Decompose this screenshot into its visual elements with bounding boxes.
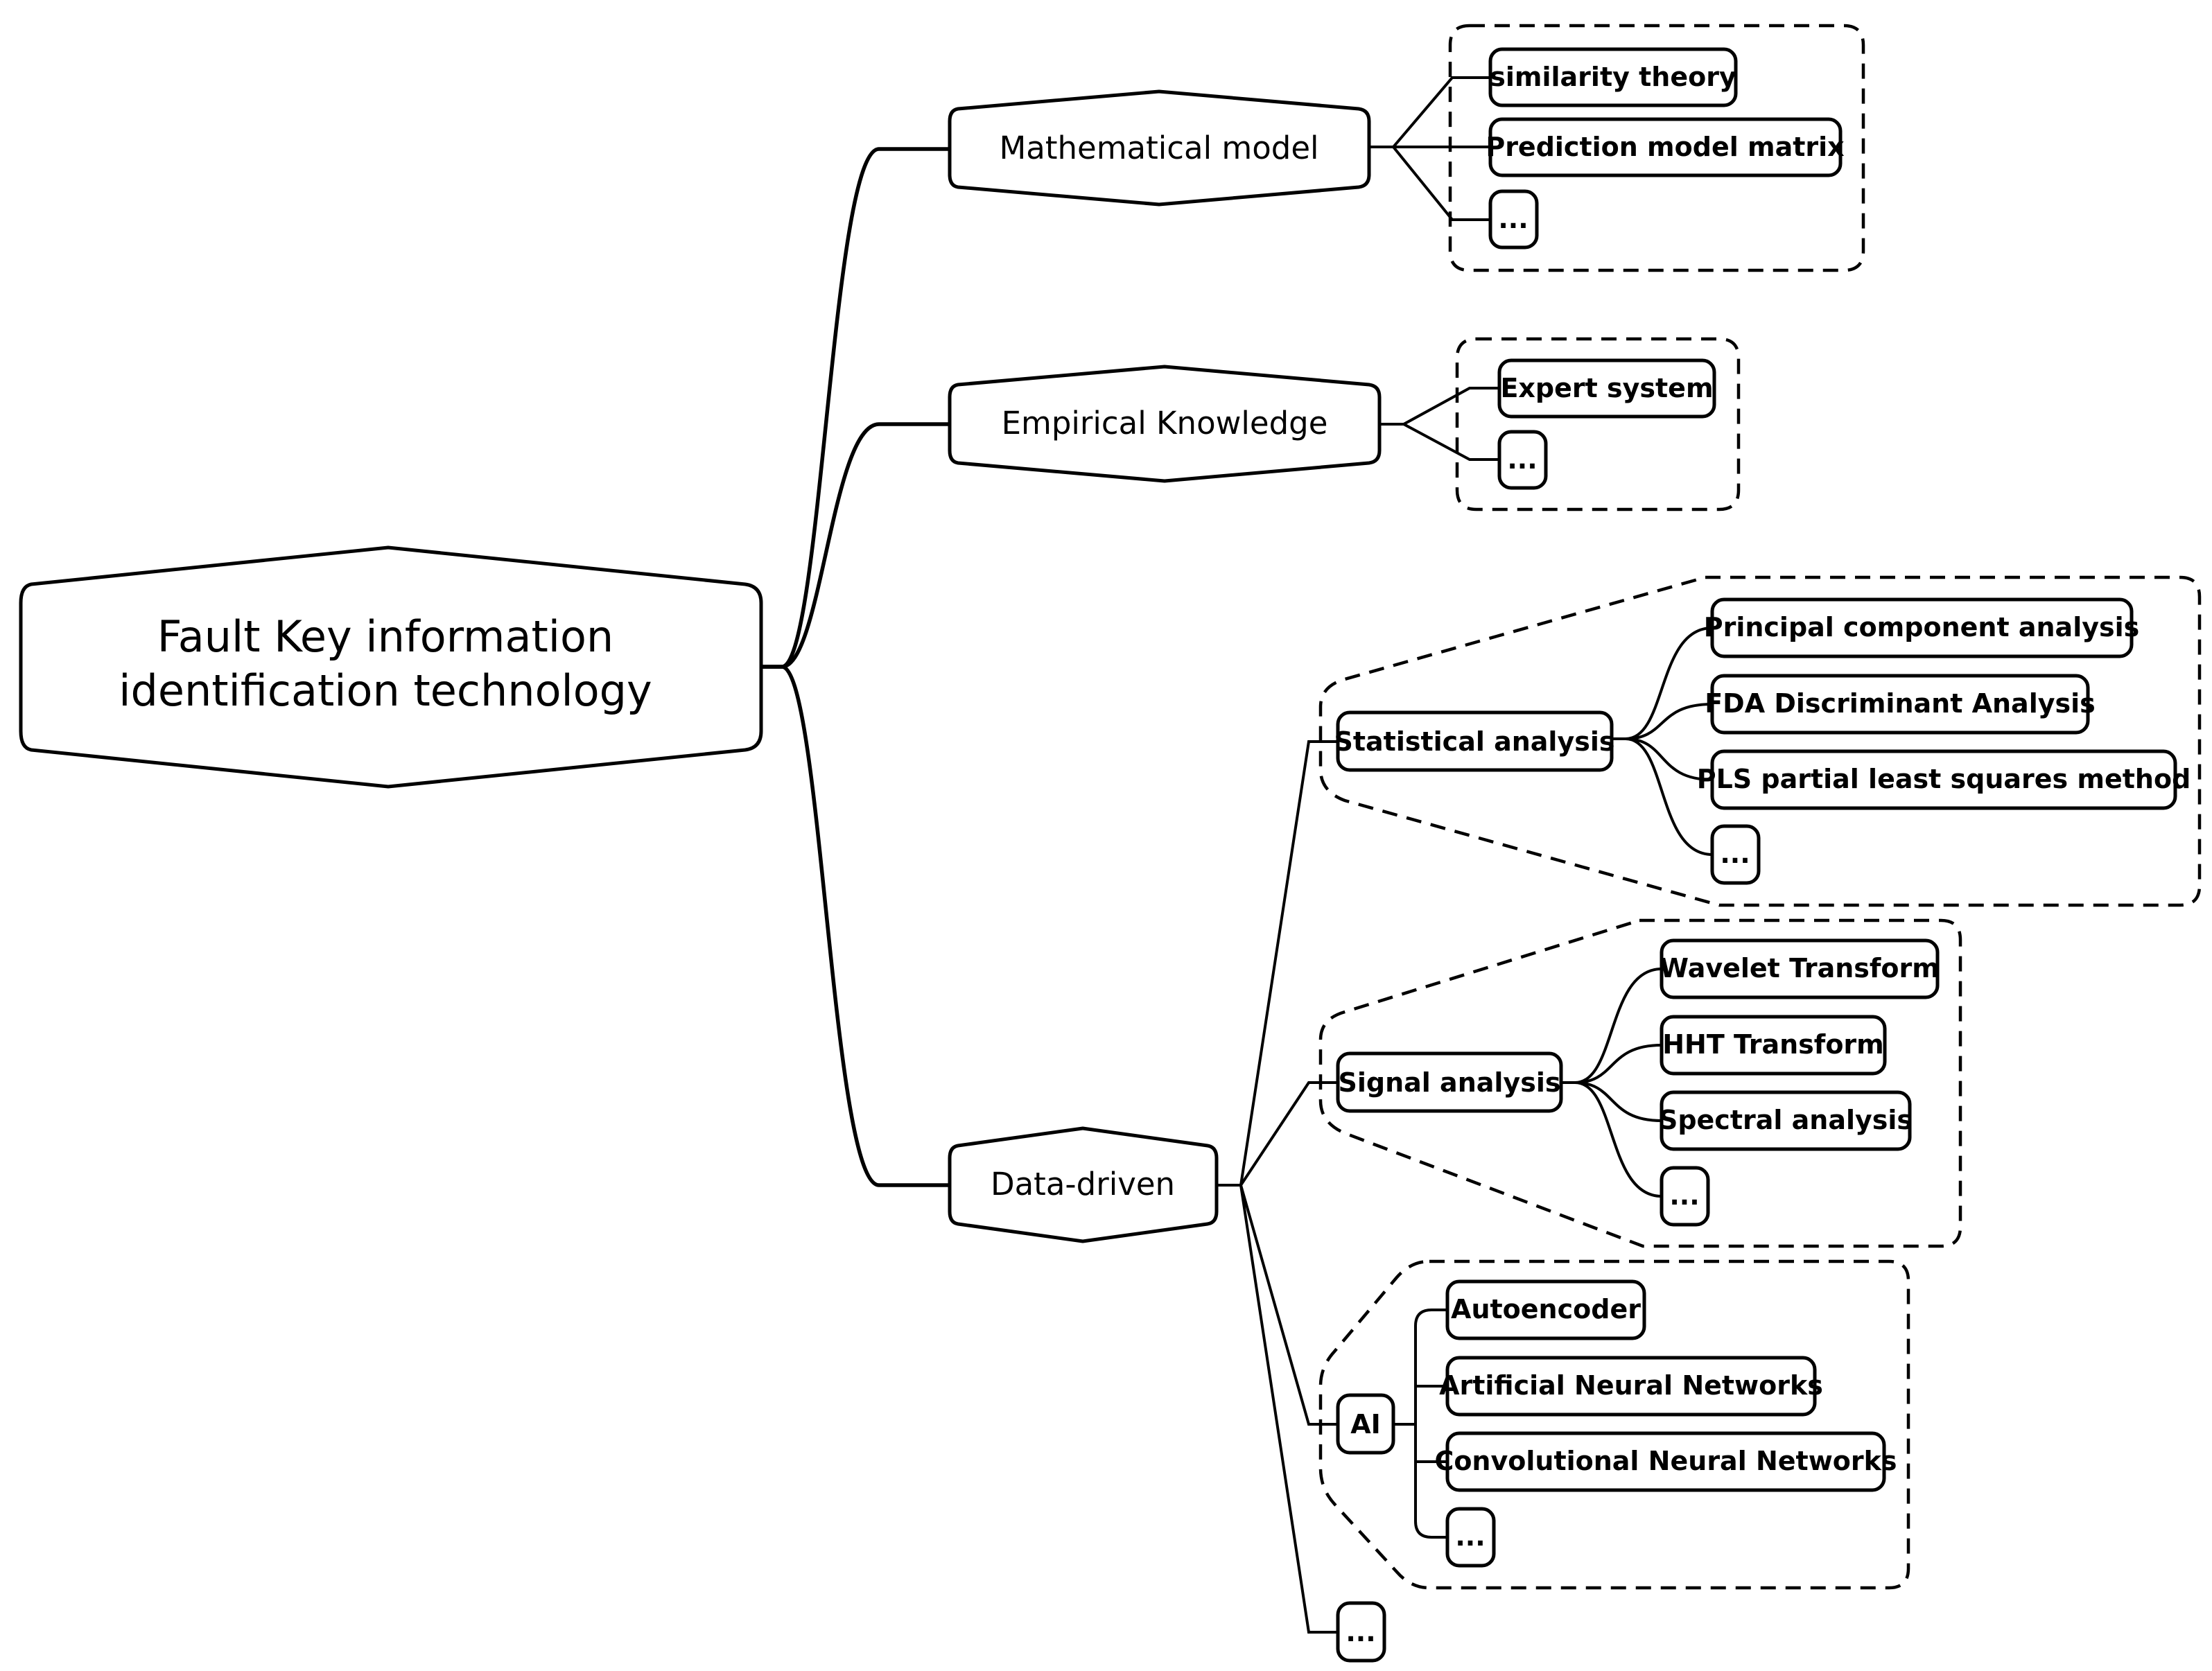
ai-label: AI (1350, 1409, 1381, 1440)
leaf-label: HHT Transform (1662, 1029, 1884, 1060)
category-data-driven[interactable]: Data-driven (948, 1126, 1219, 1243)
edge-statistical-fan (1612, 627, 1713, 856)
subcategory-ai[interactable]: AI (1336, 1393, 1395, 1455)
leaf-label: Spectral analysis (1659, 1105, 1913, 1135)
math-group-boundary (1448, 24, 1865, 272)
edge-ai-fan (1393, 1309, 1447, 1539)
data-label: Data-driven (991, 1166, 1175, 1202)
root-title-line2: identification technology (119, 665, 652, 716)
leaf-label: FDA Discriminant Analysis (1705, 688, 2096, 719)
leaf-statistical-more[interactable]: ... (1710, 824, 1761, 885)
leaf-box (1710, 674, 2090, 735)
root-title-line1: Fault Key information (157, 611, 613, 662)
leaf-box (1660, 938, 1940, 999)
leaf-box (1710, 749, 2177, 810)
subcategory-statistical-analysis[interactable]: Statistical analysis (1334, 710, 1615, 772)
leaf-prediction-model-matrix[interactable]: Prediction model matrix (1486, 117, 1845, 177)
leaf-expert-system[interactable]: Expert system (1497, 358, 1716, 419)
leaf-box (1488, 47, 1738, 107)
leaf-label: Autoencoder (1451, 1294, 1641, 1324)
ai-group-boundary (1318, 1259, 1910, 1590)
statistical-group-boundary (1318, 575, 2202, 907)
edge-signal-fan (1561, 968, 1662, 1198)
leaf-box (1660, 1015, 1887, 1076)
leaf-label: ... (1669, 1180, 1699, 1211)
edge-math-fan (1369, 76, 1490, 221)
leaf-convolutional-neural-networks[interactable]: Convolutional Neural Networks (1434, 1431, 1897, 1492)
edge-root-to-data (761, 665, 950, 1187)
edge-empirical-fan (1379, 387, 1499, 461)
leaf-box (1660, 1166, 1710, 1227)
leaf-box (1445, 1507, 1496, 1568)
leaf-pls-partial-least-squares[interactable]: PLS partial least squares method (1697, 749, 2191, 810)
sub-box (1336, 1051, 1563, 1113)
leaf-label: similarity theory (1490, 62, 1736, 92)
sub-box (1336, 1393, 1395, 1455)
root-node-shape (19, 545, 763, 789)
edge-root-to-math (761, 147, 950, 669)
leaf-empirical-more[interactable]: ... (1497, 430, 1548, 490)
leaf-label: ... (1498, 204, 1528, 234)
leaf-label: ... (1346, 1617, 1375, 1647)
leaf-label: PLS partial least squares method (1697, 764, 2191, 794)
leaf-label: Artificial Neural Networks (1439, 1370, 1823, 1401)
signal-group-boundary (1318, 918, 1962, 1248)
edge-root-to-empirical (761, 422, 950, 669)
leaf-fda-discriminant-analysis[interactable]: FDA Discriminant Analysis (1705, 674, 2096, 735)
leaf-box (1660, 1090, 1912, 1151)
empirical-label: Empirical Knowledge (1002, 405, 1328, 441)
leaf-box (1497, 358, 1716, 419)
leaf-wavelet-transform[interactable]: Wavelet Transform (1660, 938, 1940, 999)
subcategory-signal-analysis[interactable]: Signal analysis (1336, 1051, 1563, 1113)
leaf-label: Principal component analysis (1704, 612, 2140, 642)
leaf-similarity-theory[interactable]: similarity theory (1488, 47, 1738, 107)
leaf-box (1445, 1431, 1886, 1492)
empirical-group-boundary (1455, 337, 1741, 511)
leaf-label: Wavelet Transform (1660, 953, 1940, 983)
leaf-box (1488, 117, 1843, 177)
math-node-shape (948, 89, 1371, 207)
leaf-label: ... (1720, 839, 1750, 869)
leaf-box (1710, 824, 1761, 885)
leaf-autoencoder[interactable]: Autoencoder (1445, 1279, 1646, 1340)
leaf-ai-more[interactable]: ... (1445, 1507, 1496, 1568)
root-node[interactable]: Fault Key information identification tec… (19, 545, 763, 789)
leaf-box (1710, 597, 2134, 658)
edge-data-fan (1217, 740, 1338, 1634)
leaf-box (1336, 1601, 1386, 1663)
leaf-box (1497, 430, 1548, 490)
sub-box (1336, 710, 1614, 772)
category-mathematical-model[interactable]: Mathematical model (948, 89, 1371, 207)
leaf-label: Expert system (1500, 373, 1713, 403)
leaf-box (1445, 1279, 1646, 1340)
data-node-shape (948, 1126, 1219, 1243)
leaf-math-more[interactable]: ... (1488, 189, 1539, 250)
leaf-label: ... (1455, 1521, 1485, 1552)
leaf-box (1488, 189, 1539, 250)
leaf-label: Convolutional Neural Networks (1434, 1446, 1897, 1476)
category-empirical-knowledge[interactable]: Empirical Knowledge (948, 365, 1382, 483)
leaf-label: Prediction model matrix (1486, 132, 1844, 162)
leaf-label: ... (1507, 444, 1537, 475)
leaf-artificial-neural-networks[interactable]: Artificial Neural Networks (1439, 1356, 1823, 1417)
empirical-node-shape (948, 365, 1382, 483)
leaf-hht-transform[interactable]: HHT Transform (1660, 1015, 1887, 1076)
leaf-box (1445, 1356, 1817, 1417)
signal-label: Signal analysis (1339, 1067, 1561, 1098)
leaf-data-more[interactable]: ... (1336, 1601, 1386, 1663)
math-label: Mathematical model (999, 130, 1318, 166)
leaf-signal-more[interactable]: ... (1660, 1166, 1710, 1227)
leaf-spectral-analysis[interactable]: Spectral analysis (1659, 1090, 1913, 1151)
leaf-principal-component-analysis[interactable]: Principal component analysis (1704, 597, 2140, 658)
statistical-label: Statistical analysis (1334, 726, 1615, 757)
